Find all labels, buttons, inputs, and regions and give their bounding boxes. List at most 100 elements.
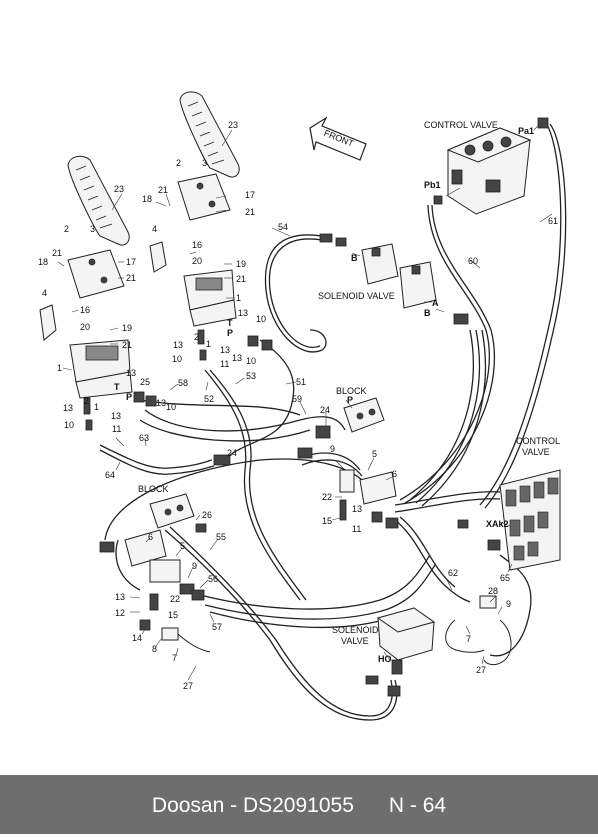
part-label: 21 (245, 207, 255, 217)
part-label: 15 (322, 516, 332, 526)
port-label: XAk2 (486, 519, 509, 529)
block-upper (343, 397, 385, 433)
control-valve-right-caption: VALVE (522, 447, 550, 457)
port-label: P (227, 328, 233, 338)
port-label: Pb1 (424, 180, 441, 190)
part-label: 17 (245, 190, 255, 200)
port-label: P (347, 395, 353, 405)
control-valve-right (499, 469, 561, 571)
part-label: 20 (192, 256, 202, 266)
part-label: 2 (194, 332, 199, 342)
part-label: 13 (126, 368, 136, 378)
part-label: 28 (488, 586, 498, 596)
part-label: 10 (172, 354, 182, 364)
port-label: P (126, 392, 132, 402)
part-label: 19 (236, 259, 246, 269)
tee-block-left (124, 529, 181, 583)
part-label: 65 (500, 573, 510, 583)
part-label: 26 (202, 510, 212, 520)
part-label: 53 (246, 371, 256, 381)
solenoid-valve-top-caption: SOLENOID VALVE (318, 291, 395, 301)
solenoid-valve-bottom-caption: VALVE (341, 636, 369, 646)
part-label: 7 (172, 653, 177, 663)
footer-bar: Doosan - DS2091055 N - 64 (0, 775, 598, 834)
part-label: 21 (158, 185, 168, 195)
left-pedal-assembly (39, 155, 133, 431)
part-label: 15 (168, 610, 178, 620)
right-pedal-assembly (149, 91, 240, 361)
part-label: 13 (238, 308, 248, 318)
part-label: 1 (206, 339, 211, 349)
port-label: A (432, 298, 439, 308)
part-label: 24 (227, 448, 237, 458)
part-label: 51 (296, 377, 306, 387)
part-label: 60 (468, 256, 478, 266)
part-label: 4 (42, 288, 47, 298)
part-label: 57 (212, 622, 222, 632)
part-label: 21 (122, 340, 132, 350)
part-label: 13 (115, 592, 125, 602)
part-label: 4 (152, 224, 157, 234)
part-label: 21 (52, 248, 62, 258)
part-label: 23 (114, 184, 124, 194)
part-label: 61 (548, 216, 558, 226)
port-label: B (351, 253, 358, 263)
solenoid-valve-top (361, 243, 437, 309)
part-label: 59 (292, 394, 302, 404)
block-left (149, 493, 195, 529)
part-label: 27 (476, 665, 486, 675)
part-label: 6 (148, 532, 153, 542)
part-label: 54 (278, 222, 288, 232)
part-label: 10 (64, 420, 74, 430)
part-label: 21 (236, 274, 246, 284)
part-label: 11 (112, 424, 121, 434)
part-label: 55 (216, 532, 226, 542)
part-label: 1 (57, 363, 62, 373)
control-valve-top-caption: CONTROL VALVE (424, 120, 498, 130)
port-labels: T P T P B B A P Pa1 Pb1 XAk2 HO (114, 126, 534, 664)
part-label: 64 (105, 470, 115, 480)
block-upper-caption: BLOCK (336, 386, 367, 396)
leader-lines (57, 123, 553, 681)
part-label: 1 (94, 402, 99, 412)
part-label: 9 (192, 561, 197, 571)
port-label: Pa1 (518, 126, 534, 136)
part-label: 10 (246, 356, 256, 366)
port-label: T (227, 318, 233, 328)
part-label: 13 (111, 411, 121, 421)
part-label: 22 (170, 594, 180, 604)
block-left-caption: BLOCK (138, 484, 169, 494)
port-label: T (114, 382, 120, 392)
part-label: 18 (38, 257, 48, 267)
port-label: B (424, 308, 431, 318)
part-label: 58 (178, 378, 188, 388)
part-number-labels: 23 23 2 3 21 18 17 21 2 3 21 18 17 21 4 … (38, 120, 558, 691)
part-label: 16 (80, 305, 90, 315)
part-label: 62 (448, 568, 458, 578)
part-label: 11 (352, 524, 361, 534)
part-label: 56 (208, 574, 218, 584)
solenoid-valve-bottom-caption: SOLENOID (332, 625, 379, 635)
fittings (99, 117, 549, 697)
part-label: 7 (466, 634, 471, 644)
part-label: 11 (220, 359, 229, 369)
part-label: 25 (140, 377, 150, 387)
part-label: 13 (352, 504, 362, 514)
hydraulic-pedal-diagram: 23 23 2 3 21 18 17 21 2 3 21 18 17 21 4 … (38, 91, 567, 721)
part-label: 27 (183, 681, 193, 691)
hose-lines (99, 121, 567, 721)
part-label: 13 (156, 398, 166, 408)
port-label: HO (378, 654, 392, 664)
part-label: 3 (202, 158, 207, 168)
part-label: 16 (192, 240, 202, 250)
part-label: 5 (372, 449, 377, 459)
part-label: 23 (228, 120, 238, 130)
part-label: 63 (139, 433, 149, 443)
part-label: 3 (90, 224, 95, 234)
part-label: 18 (142, 194, 152, 204)
component-captions: FRONT CONTROL VALVE SOLENOID VALVE BLOCK… (138, 120, 560, 646)
part-label: 24 (320, 405, 330, 415)
tee-block-right (339, 469, 397, 505)
front-arrow (309, 116, 367, 161)
part-label: 8 (152, 644, 157, 654)
